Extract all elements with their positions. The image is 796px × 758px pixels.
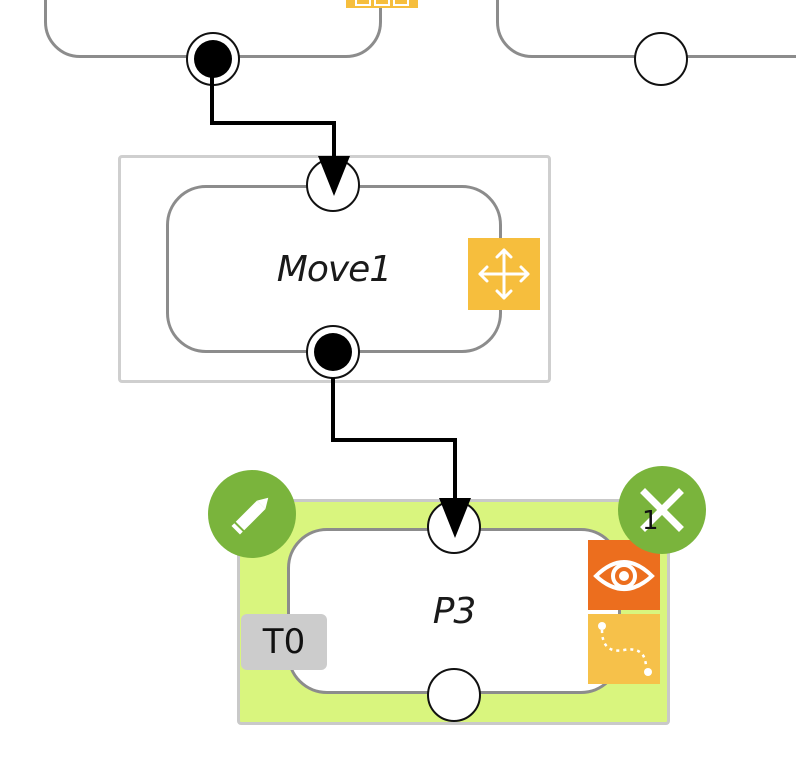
p3-label: P3 <box>432 590 477 632</box>
pencil-icon <box>231 497 269 535</box>
p3-delete-button[interactable] <box>618 466 706 554</box>
move1-label: Move1 <box>276 248 392 290</box>
close-icon <box>640 488 684 532</box>
p3-output-port[interactable] <box>427 668 481 722</box>
connector-move1-to-p3 <box>331 378 457 502</box>
grid-icon <box>355 0 409 6</box>
path-icon <box>598 622 652 676</box>
connector-top-to-move1 <box>210 62 336 160</box>
node-top-right-output-port[interactable] <box>634 32 688 86</box>
move1-move-button[interactable] <box>468 238 540 310</box>
p3-path-button[interactable] <box>588 614 660 684</box>
arrowhead-top-to-move1 <box>318 156 350 196</box>
p3-edit-button[interactable] <box>208 470 296 558</box>
node-top-left-badge[interactable] <box>346 0 418 8</box>
move1-node[interactable]: Move1 <box>166 185 502 353</box>
arrowhead-move1-to-p3 <box>439 498 471 538</box>
eye-icon <box>593 560 655 591</box>
p3-badge-count: 1 <box>642 506 659 536</box>
p3-tag-chip: T0 <box>241 614 327 670</box>
move-arrows-icon <box>478 248 530 300</box>
move1-output-port[interactable] <box>306 325 360 379</box>
p3-tag-label: T0 <box>262 622 306 662</box>
